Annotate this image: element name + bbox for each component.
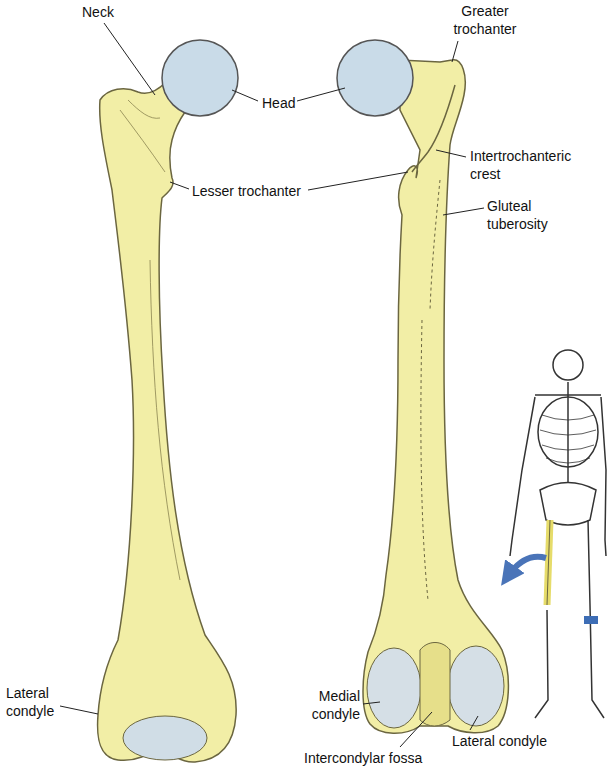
leader-line [170,182,189,189]
gluteal-tuberosity [421,180,440,600]
femur-highlight-outline [547,520,550,605]
pelvis [540,483,596,526]
part-label: Head [262,95,295,113]
femur-head [337,40,413,116]
leader-line [232,90,258,101]
intertrochanteric-crest [412,85,455,172]
skull [553,350,583,380]
leader-line [104,23,155,95]
leader-line [443,208,484,215]
part-label: Lesser trochanter [192,183,301,201]
bone-shading [120,100,180,580]
leader-line [436,150,466,157]
blue-band [584,616,598,624]
ribs [540,415,596,463]
spine [567,382,569,495]
patellar-surface [123,716,207,760]
femur-anterior [98,40,238,762]
part-label: Intercondylar fossa [304,750,422,768]
medial-condyle [367,648,421,728]
part-label: Lateral condyle [6,685,68,720]
femur-bone [98,78,237,762]
leader-line [400,712,432,747]
lateral-condyle [448,646,504,726]
leader-line [452,41,458,62]
leader-lines [60,23,484,747]
femur-posterior [337,40,508,733]
direction-arrow [508,557,546,576]
part-label: Greater trochanter [440,3,530,38]
leader-line [363,702,380,704]
arm [601,397,606,556]
leader-line [297,88,345,101]
femur-highlight [547,520,550,605]
leg [535,610,548,718]
femur-head [162,40,238,116]
leader-line [308,172,408,190]
part-label: Medial condyle [300,688,360,723]
part-label: Gluteal tuberosity [487,198,572,233]
clavicle [535,394,601,396]
part-label: Lateral condyle [452,733,547,751]
leader-line [60,706,98,714]
ribcage [538,397,598,467]
leader-line [470,716,478,730]
intercondylar-fossa [420,643,450,727]
part-label: Intertrochanteric crest [470,148,590,183]
arm [510,397,535,556]
skeleton-locator [508,350,606,718]
part-label: Neck [82,4,114,22]
